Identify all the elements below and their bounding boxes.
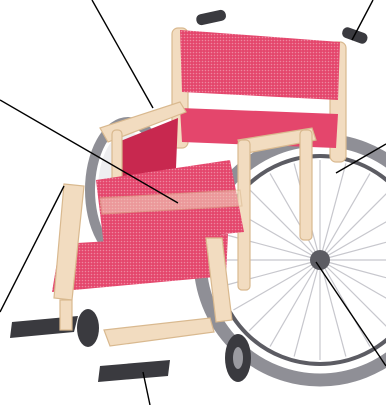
spoke <box>320 210 386 260</box>
footrests <box>10 300 214 382</box>
footrest-hanger-left <box>60 300 72 330</box>
spoke <box>320 163 346 260</box>
spoke <box>294 260 320 357</box>
footplate-right <box>98 360 170 382</box>
armrest-post-right-rear <box>300 130 312 240</box>
push-handle-grip-left <box>195 9 227 26</box>
callout-push-handle-left <box>92 0 153 108</box>
spoke <box>320 260 386 310</box>
caster-left <box>77 309 99 347</box>
footrest-crossbar <box>104 318 214 346</box>
spoke <box>320 234 386 260</box>
